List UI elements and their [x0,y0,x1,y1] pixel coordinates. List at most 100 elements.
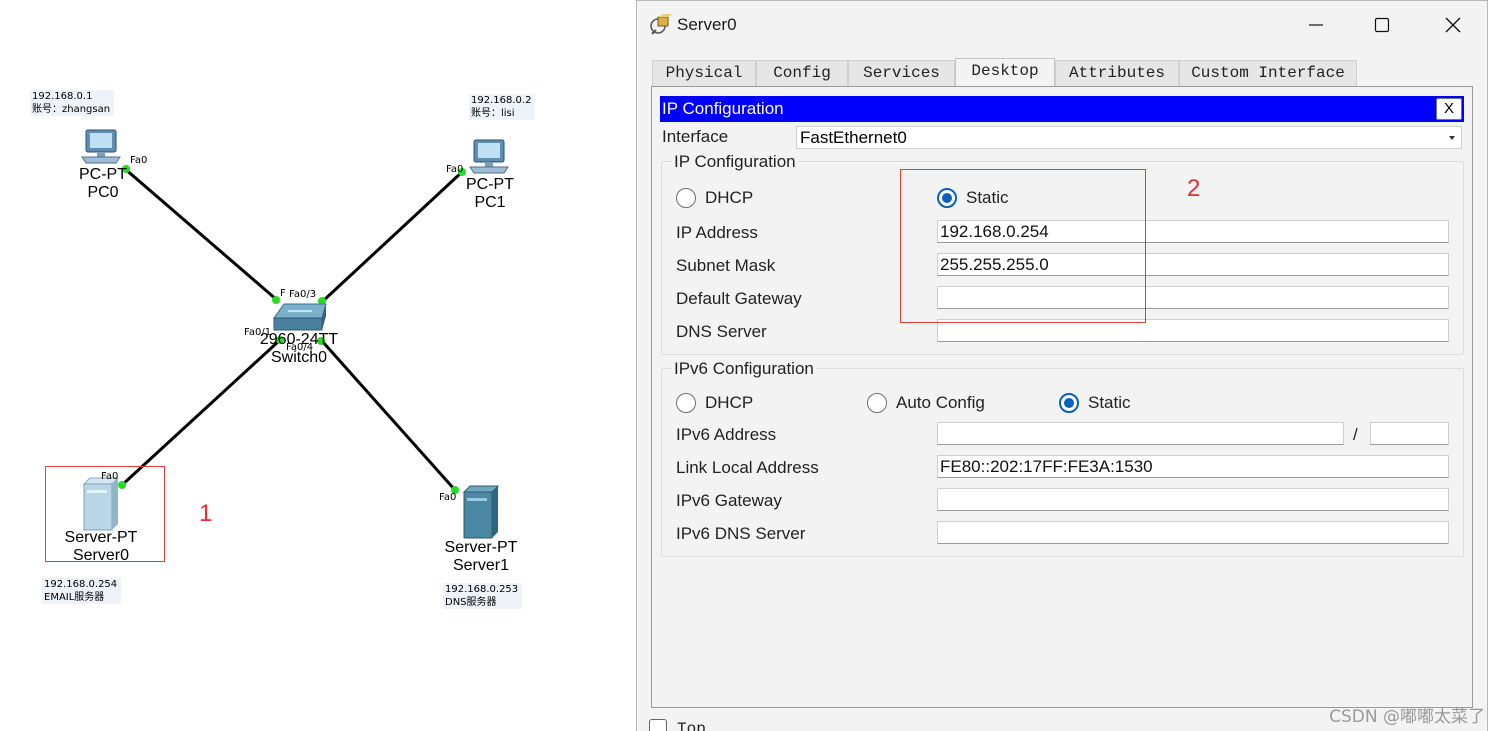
note-pc0: 192.168.0.1 账号：zhangsan [30,90,115,116]
minimize-icon [1309,24,1323,26]
switch-icon [273,303,327,331]
dns-server-input[interactable] [937,319,1449,342]
link-light [317,337,325,345]
ipv6-dhcp-label[interactable]: DHCP [705,393,754,412]
tab-desktop[interactable]: Desktop [955,58,1055,86]
note-pc1: 192.168.0.2 账号：lisi [469,94,536,120]
port-label-switch-fa03: Fa0/3 [289,289,317,300]
tab-services[interactable]: Services [848,60,955,86]
link-light [318,297,326,305]
close-icon [1445,17,1461,33]
desktop-content: IP Configuration X Interface FastEtherne… [651,86,1473,708]
tab-custom-interface[interactable]: Custom Interface [1179,60,1357,86]
link-local-address-input[interactable]: FE80::202:17FF:FE3A:1530 [937,455,1449,478]
interface-select-value: FastEthernet0 [800,128,907,147]
ipv6-gateway-input[interactable] [937,488,1449,511]
link-light [272,296,280,304]
subnet-mask-input[interactable]: 255.255.255.0 [937,253,1449,276]
link-light [276,336,284,344]
ipv4-dhcp-radio[interactable] [676,188,696,208]
ipv4-group-title: IP Configuration [672,152,798,172]
ipv6-static-label[interactable]: Static [1088,393,1131,412]
pc0-icon [81,129,121,164]
ipv4-dhcp-label[interactable]: DHCP [705,188,754,207]
device-label-pc1[interactable]: PC-PT PC1 [466,176,514,212]
device-model: PC-PT [79,166,127,183]
ipv6-address-input[interactable] [937,422,1344,445]
note-line: 192.168.0.254 [44,579,118,590]
minimize-button[interactable] [1293,9,1339,41]
ipv6-group-title: IPv6 Configuration [672,359,816,379]
port-label-server0: Fa0 [101,471,119,482]
ipv6-auto-config-label[interactable]: Auto Config [896,393,985,412]
tab-attributes[interactable]: Attributes [1055,60,1179,86]
maximize-button[interactable] [1359,9,1405,41]
default-gateway-input[interactable] [937,286,1449,309]
device-label-switch0[interactable]: 2960-24TT Switch0 [260,331,338,367]
tab-config[interactable]: Config [756,60,848,86]
ipv6-group: IPv6 Configuration DHCP Auto Config Stat… [661,359,1464,557]
device-name: Server0 [72,547,130,564]
port-label-switch-fa04: Fa0/4 [286,342,314,353]
annotation-number-1: 1 [199,500,213,527]
ip-configuration-header: IP Configuration X [660,96,1464,122]
close-window-button[interactable] [1430,9,1476,41]
note-line: 账号：zhangsan [32,104,111,115]
annotation-number-2: 2 [1187,175,1201,202]
note-server1: 192.168.0.253 DNS服务器 [443,583,523,609]
packet-tracer-app-icon [650,14,672,35]
default-gateway-label: Default Gateway [676,289,802,308]
title-bar[interactable]: Server0 [637,1,1487,49]
note-line: DNS服务器 [445,597,497,608]
link-server1-switch [320,340,457,491]
link-pc0-switch [123,166,278,302]
device-label-server0[interactable]: Server-PT Server0 [65,529,138,565]
link-light [122,165,130,173]
dns-server-label: DNS Server [676,322,767,341]
top-checkbox[interactable] [649,719,667,731]
link-light [118,481,126,489]
window-title: Server0 [677,15,737,34]
ipv6-dhcp-radio[interactable] [676,393,696,413]
ipv6-static-radio[interactable] [1059,393,1079,413]
link-local-address-label: Link Local Address [676,458,819,477]
note-line: 192.168.0.253 [445,584,519,595]
server0-window: Server0 Physical Config Services Desktop… [636,0,1488,731]
interface-select[interactable]: FastEthernet0 [796,126,1462,149]
ipv4-static-radio[interactable] [937,188,957,208]
pc1-icon [469,139,509,174]
ipv6-auto-config-radio[interactable] [867,393,887,413]
close-panel-button[interactable]: X [1436,98,1462,120]
ip-address-label: IP Address [676,223,758,242]
device-name: PC1 [474,194,506,211]
tab-physical[interactable]: Physical [652,60,756,86]
device-label-server1[interactable]: Server-PT Server1 [445,539,518,575]
ip-address-input[interactable]: 192.168.0.254 [937,220,1449,243]
link-light [458,168,466,176]
interface-label: Interface [662,127,729,146]
port-label-pc1: Fa0 [446,164,464,175]
device-model: Server-PT [64,529,138,546]
ipv6-dns-server-input[interactable] [937,521,1449,544]
server0-icon [82,477,120,531]
subnet-mask-label: Subnet Mask [676,256,776,275]
ipv6-prefix-input[interactable] [1370,422,1449,445]
topology-canvas[interactable]: 192.168.0.1 账号：zhangsan 192.168.0.2 账号：l… [0,0,625,731]
device-model: 2960-24TT [259,331,339,348]
device-model: Server-PT [444,539,518,556]
note-line: 账号：lisi [471,108,515,119]
ipv4-static-label[interactable]: Static [966,188,1009,207]
link-pc1-switch [321,170,464,303]
device-label-pc0[interactable]: PC-PT PC0 [79,166,127,202]
device-name: Switch0 [270,349,328,366]
top-checkbox-label: Top [677,720,706,731]
port-label-switch-f: F [280,288,286,299]
panel-title: IP Configuration [662,99,784,118]
note-line: 192.168.0.1 [32,91,93,102]
device-name: Server1 [452,557,510,574]
port-label-server1: Fa0 [439,492,457,503]
device-model: PC-PT [466,176,514,193]
port-label-pc0: Fa0 [130,155,148,166]
prefix-slash: / [1353,425,1358,444]
highlight-box-server0 [45,466,165,562]
